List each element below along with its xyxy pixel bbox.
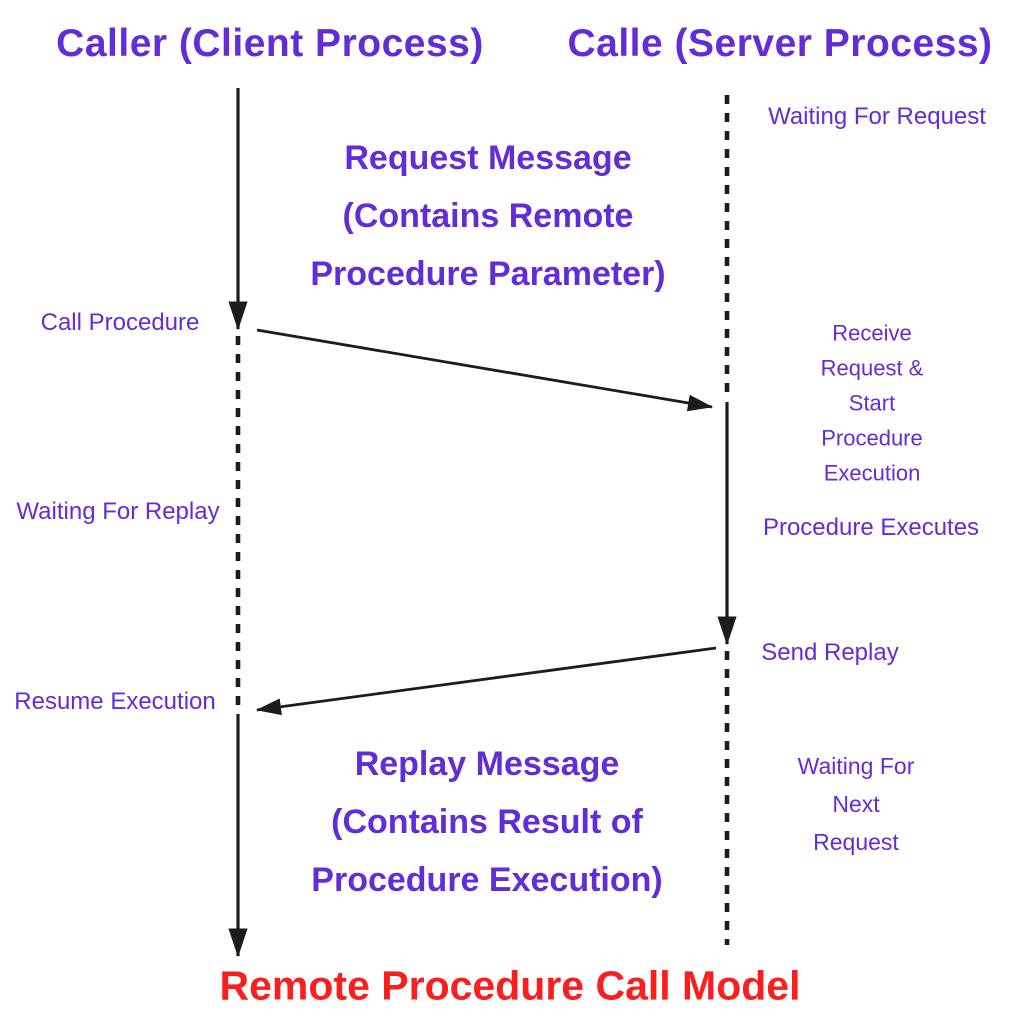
receive-request-label: Receive Request & Start Procedure Execut… [820,320,924,486]
diagram-title: Remote Procedure Call Model [219,962,801,1009]
reply-message-label: Replay Message (Contains Result of Proce… [311,745,663,899]
waiting-for-request-label: Waiting For Request [768,103,986,130]
resume-execution-label: Resume Execution [14,688,216,715]
send-reply-label: Send Replay [761,639,899,666]
request-message-arrow [256,328,714,412]
caller-header: Caller (Client Process) [56,22,484,65]
waiting-for-reply-label: Waiting For Replay [16,498,220,525]
call-procedure-label: Call Procedure [40,309,200,336]
request-message-label: Request Message (Contains Remote Procedu… [310,139,666,293]
reply-message-arrow [255,646,717,716]
callee-header: Calle (Server Process) [567,22,993,65]
procedure-executes-label: Procedure Executes [762,514,980,541]
waiting-for-next-request-label: Waiting For Next Request [797,753,915,855]
